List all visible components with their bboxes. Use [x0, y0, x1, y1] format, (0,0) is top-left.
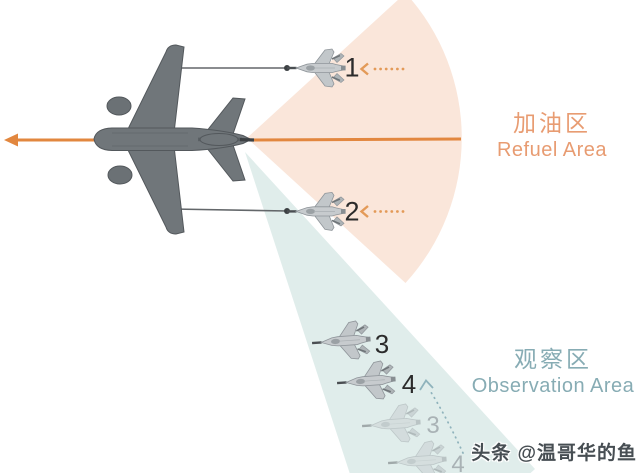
wing-engine-pod-left	[107, 165, 133, 185]
queue-advance-arrow	[419, 379, 464, 454]
wing-engine-pod-right	[106, 96, 132, 116]
observation-area-label-cn: 观察区	[514, 346, 592, 373]
observation-zone-wedge	[245, 152, 535, 473]
approach-arrow-1	[359, 62, 405, 76]
refuel-area-label-en: Refuel Area	[496, 138, 608, 161]
departure-arrow	[4, 133, 97, 147]
approach-arrow-2	[359, 205, 405, 218]
refuel-area-label-cn: 加油区	[512, 110, 591, 137]
slot-number-3: 3	[374, 329, 390, 359]
slot-number-2: 2	[344, 196, 360, 227]
slot-number-3-previous: 3	[426, 412, 440, 439]
slot-number-1: 1	[344, 52, 360, 83]
observation-area-label: 观察区 Observation Area	[472, 345, 635, 399]
refuel-area-label: 加油区 Refuel Area	[497, 109, 607, 163]
refuel-axis-line	[248, 137, 462, 142]
refuel-hose-2	[171, 208, 289, 212]
tanker-aircraft	[93, 44, 255, 235]
watermark: 头条 @温哥华的鱼	[471, 443, 637, 464]
slot-number-4-previous: 4	[451, 451, 465, 473]
refuel-zone-wedge	[247, 0, 462, 283]
observation-area-label-en: Observation Area	[471, 374, 635, 397]
slot-number-4: 4	[401, 369, 417, 399]
tail-engine	[199, 133, 239, 146]
